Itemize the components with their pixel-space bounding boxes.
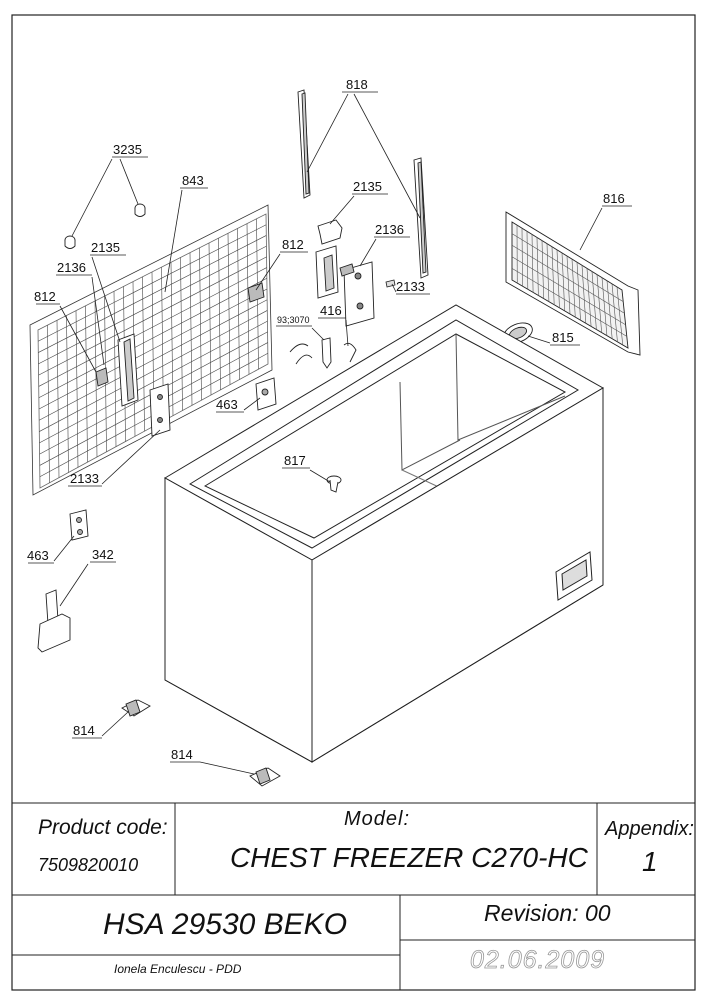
title-block-grid (12, 802, 695, 990)
ice-scraper-342 (37, 589, 71, 653)
callout-814-upper: 814 (73, 723, 95, 738)
hinge-cover-2135 (315, 219, 343, 299)
bracket-463-upper (255, 377, 277, 411)
callout-814-lower: 814 (171, 747, 193, 762)
callout-2136-right: 2136 (375, 222, 404, 237)
product-code-label: Product code: (38, 816, 168, 839)
appendix-label: Appendix: (605, 818, 694, 840)
model-value: CHEST FREEZER C270-HC (230, 842, 588, 873)
callout-labels: 818 3235 843 2135 816 2135 2136 812 2136… (27, 77, 625, 762)
foot-814-b (249, 767, 281, 787)
spacer-3235 (64, 203, 146, 249)
callout-416: 416 (320, 303, 342, 318)
bracket-463-lower (69, 509, 89, 541)
hinge-2136 (339, 261, 375, 327)
rear-grille-816 (505, 211, 641, 356)
callout-817: 817 (284, 453, 306, 468)
callout-812-left: 812 (34, 289, 56, 304)
callout-2133-left: 2133 (70, 471, 99, 486)
author: Ionela Enculescu - PDD (114, 962, 242, 976)
callout-463-upper: 463 (216, 397, 238, 412)
callout-2135-right: 2135 (353, 179, 382, 194)
revision-date: 02.06.2009 (470, 946, 606, 975)
callout-815: 815 (552, 330, 574, 345)
appendix-value: 1 (642, 846, 658, 877)
callout-843: 843 (182, 173, 204, 188)
model-label: Model: (344, 808, 411, 830)
brand-model-code: HSA 29530 BEKO (103, 908, 348, 941)
lid-gasket-strips (297, 89, 429, 279)
callout-2136-left: 2136 (57, 260, 86, 275)
callout-812-right: 812 (282, 237, 304, 252)
drawing-frame (11, 14, 696, 991)
leader-lines (28, 91, 632, 775)
revision: Revision: 00 (484, 900, 611, 926)
callout-93-3070: 93;3070 (277, 315, 310, 325)
callout-3235: 3235 (113, 142, 142, 157)
screw-2133 (385, 279, 396, 288)
foot-814-a (121, 699, 151, 717)
callout-342: 342 (92, 547, 114, 562)
callout-2135-left: 2135 (91, 240, 120, 255)
product-code-value: 7509820010 (38, 855, 139, 875)
lock-817 (326, 475, 342, 493)
callout-463-lower: 463 (27, 548, 49, 563)
thermostat-sensor (289, 337, 357, 369)
left-hinge-assembly (95, 282, 265, 437)
callout-2133-right: 2133 (396, 279, 425, 294)
callout-818: 818 (346, 77, 368, 92)
freezer-cabinet (163, 304, 604, 763)
callout-816: 816 (603, 191, 625, 206)
